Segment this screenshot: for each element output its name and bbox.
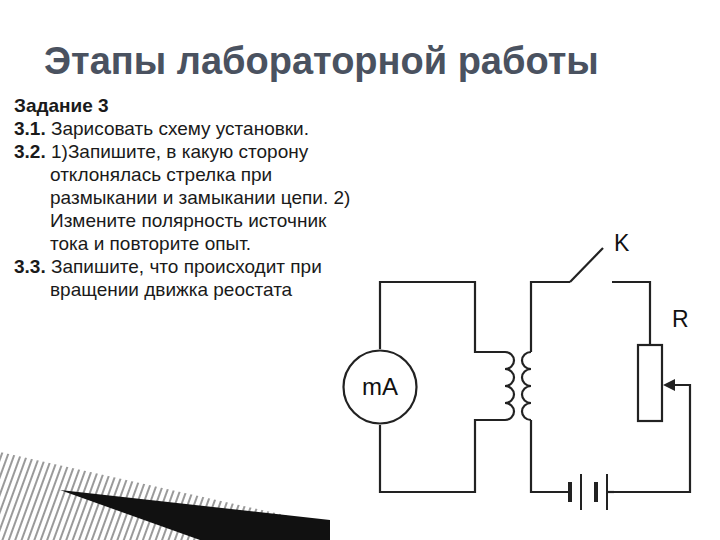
decor-stripes <box>0 452 330 540</box>
ammeter-circle: mA <box>342 349 418 425</box>
space <box>46 141 51 162</box>
task-heading: Задание 3 <box>14 94 354 117</box>
page-title: Этапы лабораторной работы <box>44 40 599 83</box>
wire <box>380 282 505 352</box>
task-item: 3.3. Запишите, что происходит при вращен… <box>14 255 354 301</box>
primary-coil <box>505 352 514 420</box>
wires <box>380 248 690 492</box>
space <box>46 256 51 277</box>
component-letter: R <box>672 306 689 333</box>
item-text: 1)Запишите, в какую сторону отклонялась … <box>50 141 350 254</box>
item-text: Зарисовать схему установки. <box>51 118 309 139</box>
space <box>46 118 51 139</box>
switch-blade <box>570 248 603 282</box>
slider-arrow <box>663 379 675 391</box>
wire <box>614 385 690 492</box>
component-letter: K <box>614 230 629 257</box>
wire <box>380 420 505 492</box>
item-number: 3.1. <box>14 118 46 139</box>
battery <box>568 474 607 510</box>
item-number: 3.2. <box>14 141 46 162</box>
wire <box>531 420 568 492</box>
item-number: 3.3. <box>14 256 46 277</box>
task-item: 3.2. 1)Запишите, в какую сторону отклоня… <box>14 140 354 255</box>
decor-wedge <box>60 490 330 540</box>
secondary-coil <box>522 352 531 420</box>
task-item: 3.1. Зарисовать схему установки. <box>14 117 354 140</box>
meter-label: mA <box>362 373 398 401</box>
item-text: Запишите, что происходит при вращении дв… <box>50 256 322 300</box>
task-list: Задание 33.1. Зарисовать схему установки… <box>14 94 354 301</box>
wire <box>531 282 570 352</box>
rheostat <box>638 345 662 421</box>
wire <box>612 282 650 345</box>
